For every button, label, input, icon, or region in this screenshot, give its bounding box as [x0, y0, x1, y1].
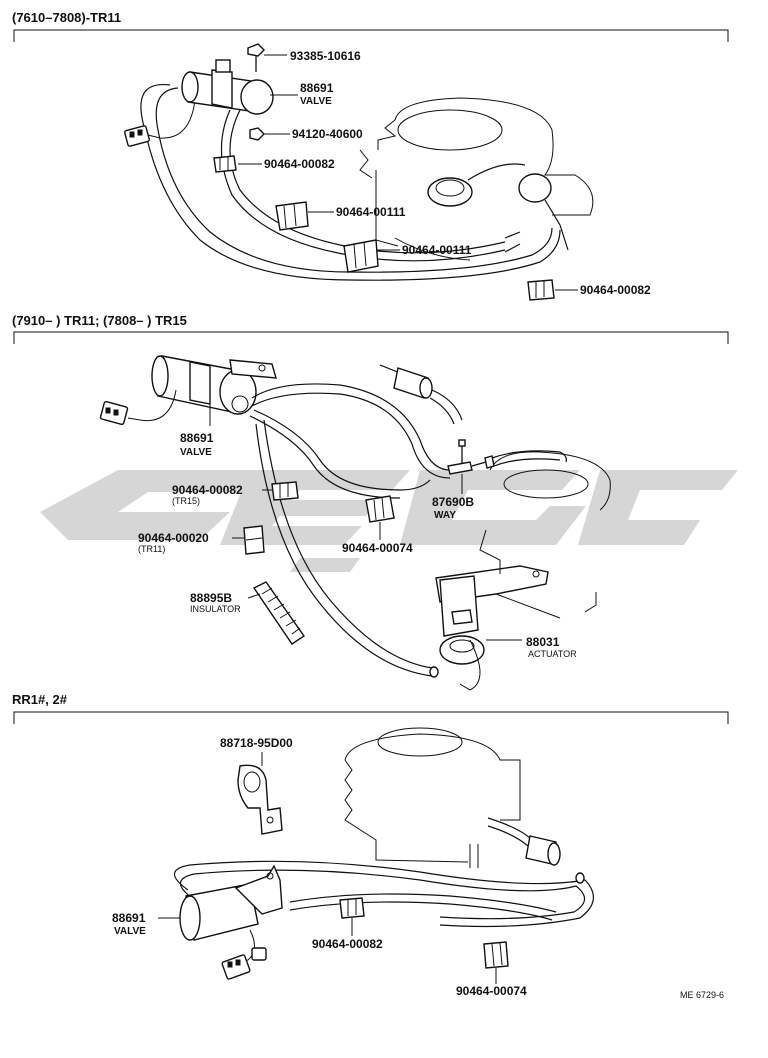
- part-number: 88691: [180, 431, 214, 445]
- hose-to-actuator: [263, 419, 433, 669]
- part-name: WAY: [434, 510, 456, 521]
- part-number: 94120-40600: [292, 127, 363, 141]
- valve-88691-icon: [151, 355, 277, 415]
- diagram-code: ME 6729-6: [680, 990, 724, 1000]
- section-1: (7610–7808)-TR11: [12, 10, 729, 301]
- part-number: 87690B: [432, 495, 474, 509]
- valve-wire: [147, 99, 196, 139]
- valve-88691-icon: [179, 864, 283, 941]
- part-number: 90464-00082: [264, 157, 335, 171]
- part-number: 90464-00074: [456, 984, 527, 998]
- hose-to-way: [251, 383, 451, 471]
- part-number: 90464-00074: [342, 541, 413, 555]
- section-bracket: [13, 331, 729, 344]
- part-note: (TR11): [138, 544, 165, 554]
- actuator-icon: [435, 529, 561, 691]
- engine-outline: [359, 97, 594, 216]
- clip-double-icon: [275, 201, 309, 231]
- part-number: 90464-00082: [580, 283, 651, 297]
- part-number: 90464-00020: [138, 531, 209, 545]
- section-bracket: [13, 711, 729, 724]
- part-name: VALVE: [114, 926, 146, 937]
- connector-icon: [99, 400, 129, 426]
- connector-icon: [221, 947, 267, 980]
- section-3: RR1#, 2#: [12, 692, 729, 998]
- part-number: 93385-10616: [290, 49, 361, 63]
- bolt-icon: [247, 43, 265, 72]
- clip-icon: [339, 897, 365, 919]
- part-note: (TR15): [172, 496, 200, 506]
- clip-small-icon: [243, 525, 265, 555]
- connector-icon: [124, 125, 150, 147]
- hose-main: [173, 860, 594, 928]
- section-bracket: [13, 29, 729, 42]
- engine-outline: [489, 450, 611, 613]
- part-number: 88718-95D00: [220, 736, 293, 750]
- valve-88691-icon: [181, 59, 274, 115]
- clip-icon: [213, 155, 237, 173]
- section-header: (7610–7808)-TR11: [12, 10, 121, 25]
- part-number: 88895B: [190, 591, 232, 605]
- section-2: (7910– ) TR11; (7808– ) TR15: [12, 313, 729, 691]
- clip-icon: [527, 279, 555, 301]
- clip-icon: [483, 941, 509, 969]
- engine-outline: [344, 727, 521, 868]
- watermark-logo: [40, 470, 738, 572]
- clip-icon: [271, 481, 299, 501]
- part-name: VALVE: [180, 447, 212, 458]
- section-header: (7910– ) TR11; (7808– ) TR15: [12, 313, 187, 328]
- part-number: 88691: [300, 81, 334, 95]
- part-number: 88031: [526, 635, 560, 649]
- nut-icon: [249, 127, 265, 141]
- part-name: INSULATOR: [190, 604, 241, 614]
- clip-double-icon: [343, 239, 379, 273]
- part-number: 90464-00111: [402, 243, 472, 257]
- filter-icon: [379, 364, 463, 425]
- insulator-icon: [252, 581, 305, 645]
- part-name: VALVE: [300, 96, 332, 107]
- three-way-icon: [447, 439, 495, 475]
- part-number: 90464-00082: [312, 937, 383, 951]
- diaphragm-unit: [427, 163, 569, 251]
- clip-icon: [365, 495, 395, 523]
- filter-icon: [487, 817, 561, 866]
- part-name: ACTUATOR: [528, 649, 577, 659]
- bracket-icon: [237, 764, 283, 835]
- hose-secondary: [229, 109, 506, 254]
- valve-wire: [127, 389, 177, 422]
- part-number: 88691: [112, 911, 146, 925]
- section-header: RR1#, 2#: [12, 692, 68, 707]
- part-number: 90464-00111: [336, 205, 406, 219]
- part-number: 90464-00082: [172, 483, 243, 497]
